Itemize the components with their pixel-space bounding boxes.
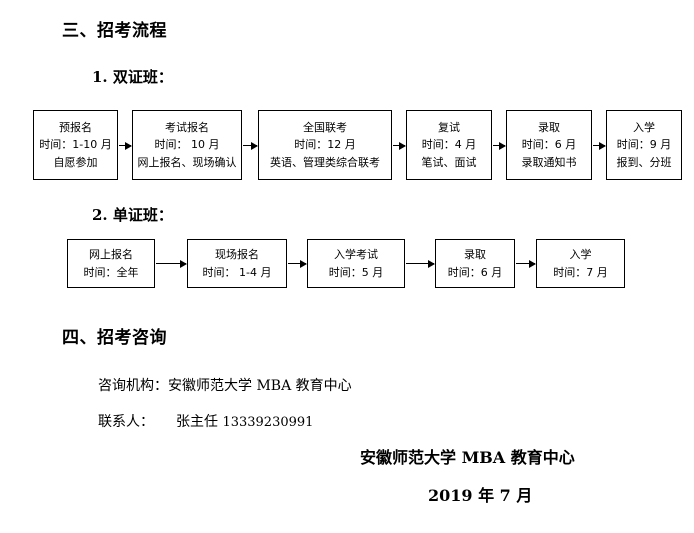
- page-title-process: 三、招考流程: [62, 21, 167, 41]
- flow-arrow-icon: [593, 141, 606, 150]
- flow-step-box[interactable]: 录取 时间：6 月 录取通知书: [506, 110, 592, 180]
- flow-step-box[interactable]: 入学 时间：7 月: [536, 239, 625, 288]
- flow-arrow-icon: [393, 141, 406, 150]
- flow-step-box[interactable]: 复试 时间：4 月 笔试、面试: [406, 110, 492, 180]
- consultation-organization-label: 咨询机构：: [98, 378, 168, 394]
- flow-step-time: 时间：4 月: [421, 138, 477, 152]
- flow-arrow-icon: [156, 259, 187, 268]
- flow-step-detail: 自愿参加: [53, 155, 98, 169]
- signature-organization: 安徽师范大学 MBA 教育中心: [360, 448, 575, 467]
- flow-step-title: 预报名: [59, 121, 92, 135]
- flow-step-title: 录取: [538, 121, 560, 135]
- flow-step-box[interactable]: 录取 时间：6 月: [435, 239, 515, 288]
- consultation-contact-line: 联系人： 张主任 13339230991: [98, 411, 313, 431]
- flow-arrow-icon: [288, 259, 307, 268]
- flow-arrow-icon: [516, 259, 536, 268]
- flow-step-time: 时间：5 月: [328, 265, 384, 279]
- flow-step-title: 入学考试: [334, 248, 378, 262]
- consultation-contact-name: 张主任: [176, 414, 218, 430]
- consultation-organization-value: 安徽师范大学 MBA 教育中心: [168, 378, 352, 394]
- flow-arrow-icon: [119, 141, 132, 150]
- flow-step-detail: 英语、管理类综合联考: [270, 155, 380, 169]
- flow-step-time: 时间：6 月: [447, 265, 503, 279]
- flow-step-time: 时间： 10 月: [154, 138, 220, 152]
- flow-step-title: 现场报名: [215, 248, 259, 262]
- flow-step-title: 考试报名: [165, 121, 209, 135]
- subheading-single-certificate: 2. 单证班：: [92, 206, 173, 224]
- flow-step-time: 时间：1-10 月: [39, 138, 112, 152]
- flow-step-box[interactable]: 预报名 时间：1-10 月 自愿参加: [33, 110, 118, 180]
- flow-step-detail: 录取通知书: [521, 155, 577, 169]
- flow-step-box[interactable]: 入学 时间：9 月 报到、分班: [606, 110, 682, 180]
- flow-step-title: 全国联考: [303, 121, 347, 135]
- flow-arrow-icon: [406, 259, 435, 268]
- consultation-organization-line: 咨询机构：安徽师范大学 MBA 教育中心: [98, 375, 352, 395]
- flow-step-time: 时间：6 月: [521, 138, 577, 152]
- flow-step-box[interactable]: 入学考试 时间：5 月: [307, 239, 405, 288]
- flow-arrow-icon: [243, 141, 258, 150]
- consultation-contact-label: 联系人：: [98, 414, 154, 430]
- flow-step-title: 入学: [633, 121, 655, 135]
- flow-step-time: 时间：7 月: [553, 265, 608, 279]
- flow-step-time: 时间：9 月: [616, 138, 672, 152]
- signature-date: 2019 年 7 月: [428, 486, 533, 505]
- flow-step-detail: 笔试、面试: [421, 155, 477, 169]
- flow-arrow-icon: [493, 141, 506, 150]
- flow-step-title: 录取: [464, 248, 486, 262]
- consultation-contact-phone: 13339230991: [222, 415, 314, 430]
- flow-step-title: 入学: [569, 248, 592, 262]
- page-title-consultation: 四、招考咨询: [62, 328, 167, 348]
- flow-step-box[interactable]: 现场报名 时间： 1-4 月: [187, 239, 287, 288]
- flow-step-box[interactable]: 考试报名 时间： 10 月 网上报名、现场确认: [132, 110, 242, 180]
- flow-step-time: 时间： 1-4 月: [202, 265, 272, 279]
- subheading-dual-certificate: 1. 双证班：: [92, 68, 173, 86]
- flow-step-detail: 网上报名、现场确认: [137, 155, 237, 169]
- flow-step-box[interactable]: 全国联考 时间：12 月 英语、管理类综合联考: [258, 110, 392, 180]
- flow-step-title: 复试: [438, 121, 460, 135]
- flow-step-time: 时间：12 月: [294, 138, 356, 152]
- flow-step-detail: 报到、分班: [616, 155, 672, 169]
- flow-step-box[interactable]: 网上报名 时间：全年: [67, 239, 155, 288]
- flow-step-title: 网上报名: [89, 248, 133, 262]
- flow-step-time: 时间：全年: [83, 265, 139, 279]
